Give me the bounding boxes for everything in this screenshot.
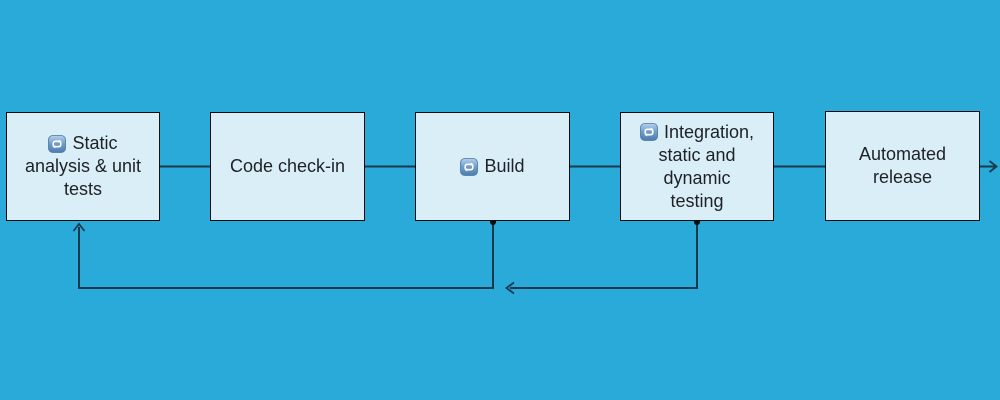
node-content: Code check-in [224, 155, 351, 178]
node-label: Integration, static and dynamic testing [658, 121, 755, 211]
node-static-analysis: Static analysis & unit tests [6, 112, 160, 221]
node-automated-release: Automated release [825, 111, 980, 221]
feedback-build-to-static [78, 222, 494, 289]
node-code-check-in: Code check-in [210, 112, 365, 221]
node-integration-testing: Integration, static and dynamic testing [620, 112, 774, 221]
node-content: Automated release [853, 143, 952, 189]
repeat-icon [460, 157, 479, 176]
node-build: Build [415, 112, 570, 221]
node-label: Automated release [858, 144, 947, 187]
node-content: Integration, static and dynamic testing [634, 121, 760, 213]
node-label: Static analysis & unit tests [24, 133, 142, 199]
repeat-icon [640, 123, 658, 141]
repeat-icon [48, 134, 67, 153]
arrowhead-right-icon [988, 160, 998, 173]
node-label: Build [484, 156, 525, 176]
node-content: Build [454, 155, 530, 178]
arrowhead-up-icon [72, 222, 86, 232]
arrowhead-left-icon [504, 281, 515, 295]
node-label: Code check-in [229, 156, 346, 176]
node-content: Static analysis & unit tests [19, 132, 147, 201]
feedback-integration-left [510, 222, 698, 289]
